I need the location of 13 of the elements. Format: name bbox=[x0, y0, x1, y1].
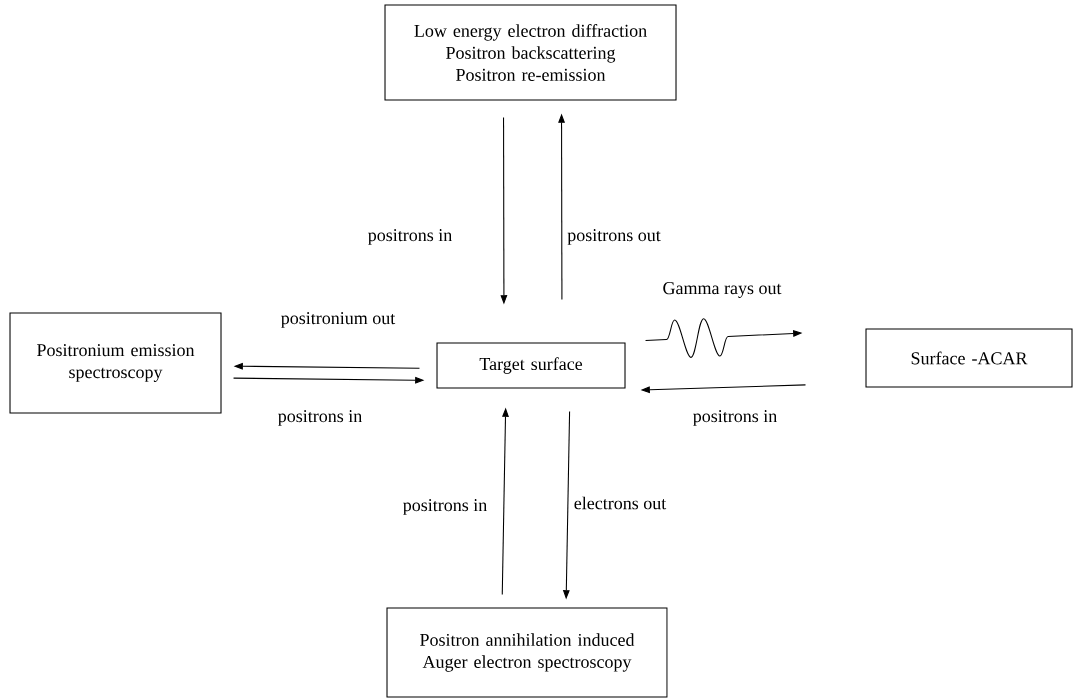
edge-label: positronium out bbox=[281, 312, 396, 328]
process-box: Surface -ACAR bbox=[865, 328, 1073, 388]
process-box: Positronium emission spectroscopy bbox=[9, 312, 222, 414]
edge-label: positrons in bbox=[403, 499, 487, 515]
edge-label: positrons out bbox=[567, 229, 661, 245]
edge-label: electrons out bbox=[574, 496, 667, 510]
edge-label: positrons in bbox=[278, 410, 362, 426]
edge-label: positrons in bbox=[693, 410, 777, 426]
process-box: Positron annihilation induced Auger electron spectroscopy bbox=[386, 607, 668, 698]
edge-label: positrons in bbox=[368, 229, 452, 245]
edge-label: Gamma rays out bbox=[663, 282, 782, 298]
process-box: Low energy electron diffraction Positron backscattering Positron re-emission bbox=[384, 4, 677, 101]
process-box: Target surface bbox=[436, 342, 626, 389]
